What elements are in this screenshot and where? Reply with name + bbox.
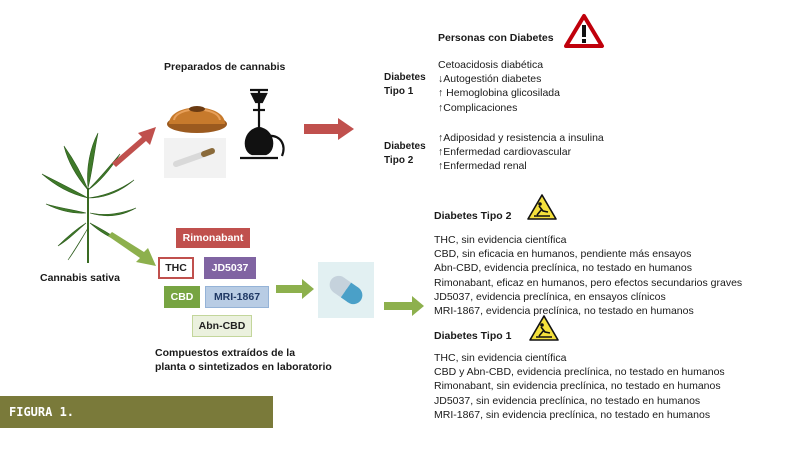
plant-label: Cannabis sativa (40, 272, 120, 284)
cannabis-leaf-icon (41, 132, 137, 263)
list-item: MRI-1867, sin evidencia preclínica, no t… (434, 408, 711, 421)
arrow-to-compounds (108, 232, 156, 266)
list-item: Abn-CBD, evidencia preclínica, no testad… (434, 262, 692, 275)
compound-jd5037: JD5037 (204, 257, 256, 279)
preparations-title: Preparados de cannabis (164, 61, 286, 73)
joint-icon (164, 138, 226, 178)
list-item: ↑Enfermedad renal (438, 160, 527, 173)
evidence-type2-title: Diabetes Tipo 2 (434, 210, 512, 222)
compound-abn-cbd: Abn-CBD (192, 315, 252, 337)
risks-title: Personas con Diabetes (438, 32, 554, 44)
risks-type1-list: Cetoacidosis diabética ↓Autogestión diab… (438, 58, 560, 115)
list-item: ↓Autogestión diabetes (438, 73, 542, 86)
list-item: MRI-1867, evidencia preclínica, no testa… (434, 305, 694, 318)
evidence-type2-list: THC, sin evidencia científica CBD, sin e… (434, 233, 742, 318)
list-item: THC, sin evidencia científica (434, 352, 567, 364)
evidence-type1-list: THC, sin evidencia científica CBD y Abn-… (434, 351, 725, 422)
figure-label-text: FIGURA 1. (9, 405, 75, 419)
list-item: Rimonabant, eficaz en humanos, pero efec… (434, 276, 743, 289)
arrow-to-preparations (112, 127, 156, 167)
list-item: CBD, sin eficacia en humanos, pendiente … (434, 248, 692, 261)
arrow-to-evidence (384, 296, 424, 316)
risks-type1-label: Diabetes Tipo 1 (384, 72, 426, 97)
arrow-to-risks (304, 118, 354, 140)
compound-mri1867: MRI-1867 (205, 286, 269, 308)
compounds-title-line1: Compuestos extraídos de la (155, 347, 296, 359)
list-item: ↑Enfermedad cardiovascular (438, 146, 572, 159)
cake-icon (167, 106, 227, 133)
pill-capsule-icon (318, 262, 374, 318)
arrow-to-pill (276, 279, 314, 299)
compounds-title-line2: planta o sintetizados en laboratorio (155, 361, 332, 373)
evidence-type1-title: Diabetes Tipo 1 (434, 330, 512, 342)
caution-slippery-icon (527, 194, 557, 220)
caution-slippery-icon (529, 315, 559, 341)
list-item: ↑Adiposidad y resistencia a insulina (438, 132, 604, 144)
list-item: THC, sin evidencia científica (434, 234, 567, 246)
list-item: Cetoacidosis diabética (438, 59, 544, 71)
compound-rimonabant: Rimonabant (176, 228, 250, 248)
list-item: ↑ Hemoglobina glicosilada (438, 87, 560, 100)
risks-type2-list: ↑Adiposidad y resistencia a insulina ↑En… (438, 131, 604, 174)
list-item: CBD y Abn-CBD, evidencia preclínica, no … (434, 366, 725, 379)
figure-label: FIGURA 1. (0, 396, 273, 428)
list-item: JD5037, evidencia preclínica, en ensayos… (434, 290, 666, 303)
compound-thc: THC (158, 257, 194, 279)
list-item: Rimonabant, sin evidencia preclínica, no… (434, 380, 721, 393)
list-item: ↑Complicaciones (438, 101, 518, 114)
hookah-icon (240, 88, 285, 160)
list-item: JD5037, sin evidencia preclínica, no tes… (434, 394, 701, 407)
warning-icon (564, 14, 604, 48)
compound-cbd: CBD (164, 286, 200, 308)
risks-type2-label: Diabetes Tipo 2 (384, 141, 426, 166)
